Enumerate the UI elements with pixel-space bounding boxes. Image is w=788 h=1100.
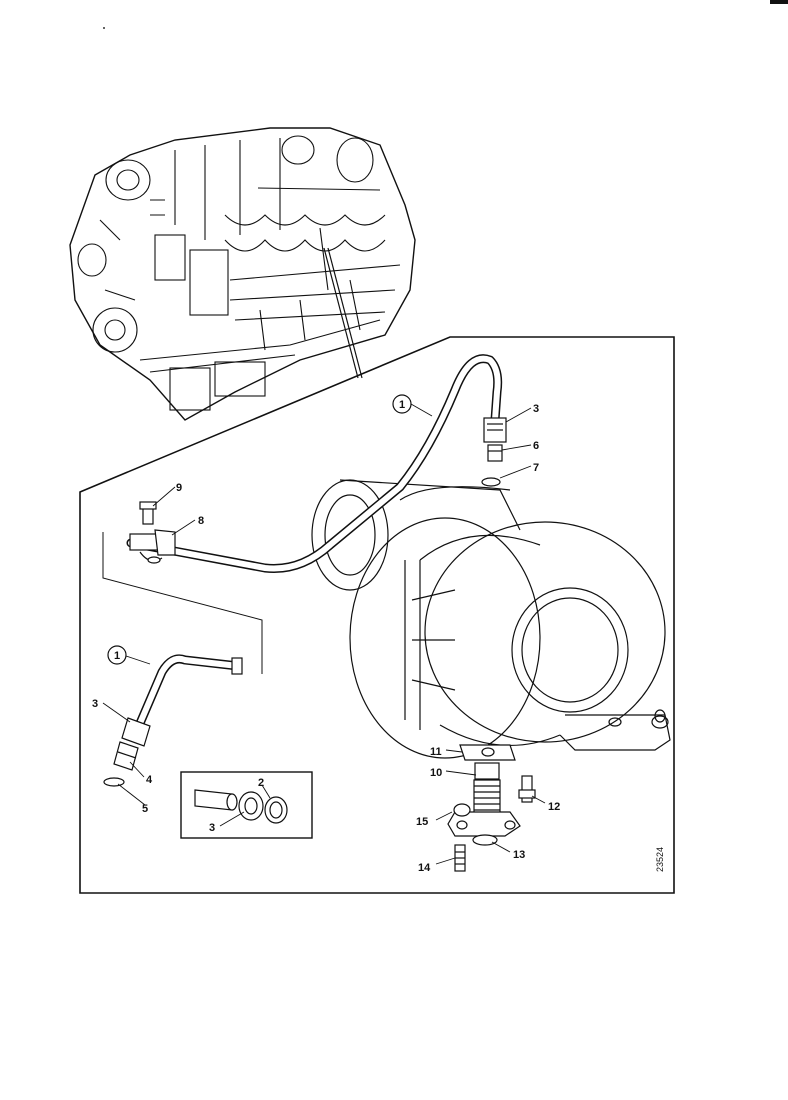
callout-3b: 3 (92, 698, 98, 710)
corner-mark (770, 0, 788, 4)
callout-12: 12 (548, 801, 560, 813)
callout-6: 6 (533, 440, 539, 452)
pipe-clamp (129, 501, 176, 564)
callout-4: 4 (146, 774, 153, 786)
figure-id: 23524 (655, 847, 665, 872)
callout-7: 7 (533, 462, 539, 474)
callout-1a: 1 (399, 399, 405, 411)
callout-13: 13 (513, 849, 525, 861)
engine-leader-line-2 (327, 247, 363, 379)
turbocharger-illustration (311, 479, 671, 759)
callout-circle-1b (107, 645, 127, 665)
callout-8: 8 (198, 515, 204, 527)
callout-circle-1a (392, 394, 412, 414)
callout-10: 10 (430, 767, 442, 779)
engine-illustration (69, 127, 416, 421)
oil-return-assembly (447, 744, 536, 872)
connector-inset (180, 771, 313, 839)
callout-9: 9 (176, 482, 182, 494)
callout-3c: 3 (209, 822, 215, 834)
callout-2: 2 (258, 777, 264, 789)
callout-14: 14 (418, 862, 431, 874)
callout-5: 5 (142, 803, 148, 815)
callout-leaders (102, 403, 546, 865)
union-fitting-lower (103, 717, 151, 787)
oil-pipe-upper (126, 354, 503, 574)
callout-15: 15 (416, 816, 428, 828)
bracket-line (102, 532, 263, 674)
union-fitting-upper (481, 417, 507, 487)
detail-frame (79, 336, 675, 894)
speck-mark (103, 27, 105, 29)
callout-11: 11 (430, 746, 442, 758)
oil-pipe-lower (133, 654, 243, 733)
callout-3a: 3 (533, 403, 539, 415)
engine-leader-line (323, 247, 359, 379)
callout-1b: 1 (114, 650, 120, 662)
